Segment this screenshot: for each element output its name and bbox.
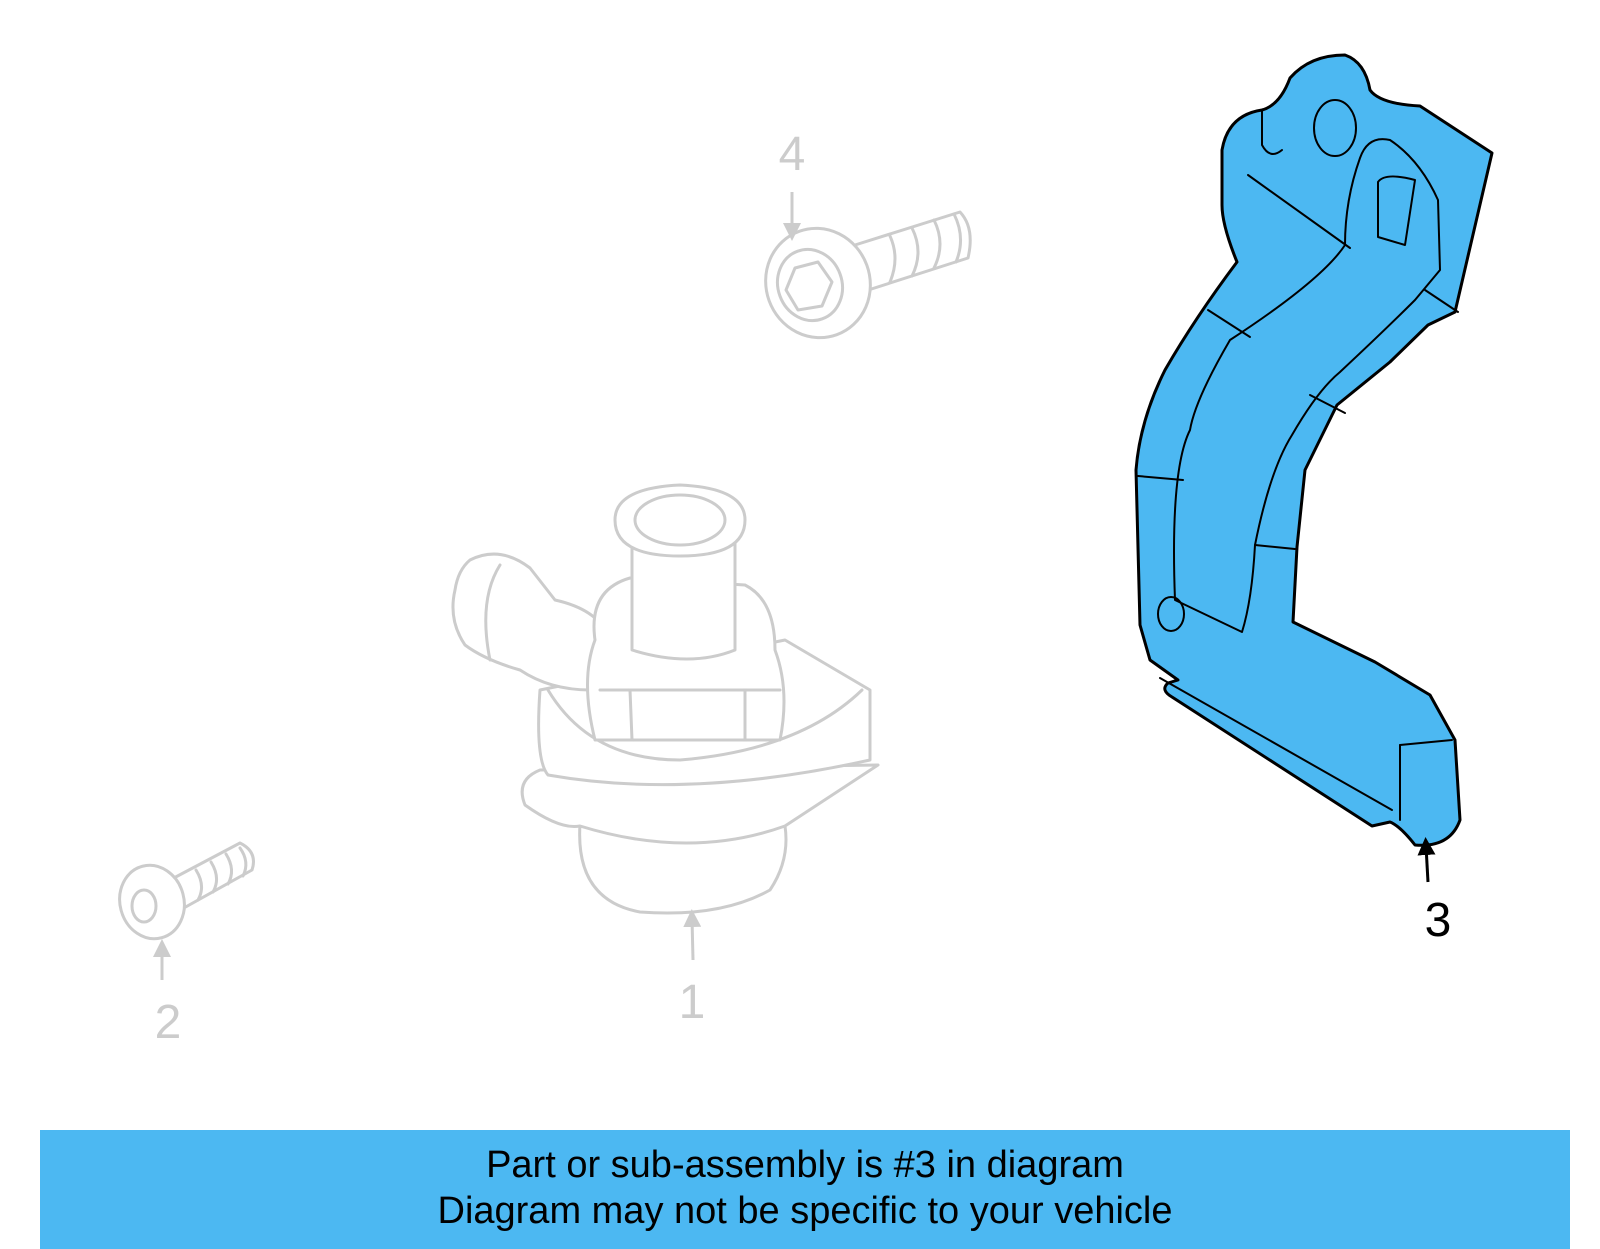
water-pump-part-1 xyxy=(451,483,880,915)
callout-1: 1 xyxy=(679,909,706,1029)
callout-4: 4 xyxy=(779,128,806,241)
callout-number-4: 4 xyxy=(779,128,806,181)
info-banner: Part or sub-assembly is #3 in diagram Di… xyxy=(40,1130,1570,1249)
callout-number-3: 3 xyxy=(1425,894,1452,947)
callout-3: 3 xyxy=(1417,837,1452,947)
hex-bolt-part-4 xyxy=(764,210,972,340)
callout-number-1: 1 xyxy=(679,976,706,1029)
callout-arrow-1 xyxy=(683,909,702,961)
bracket-part-3 xyxy=(1134,53,1494,847)
banner-line-disclaimer: Diagram may not be specific to your vehi… xyxy=(437,1190,1173,1232)
callout-2: 2 xyxy=(153,939,182,1049)
callout-number-2: 2 xyxy=(155,996,182,1049)
callout-arrow-3 xyxy=(1417,837,1436,883)
banner-line-part-number: Part or sub-assembly is #3 in diagram xyxy=(486,1144,1124,1186)
small-bolt-part-2 xyxy=(118,841,255,941)
